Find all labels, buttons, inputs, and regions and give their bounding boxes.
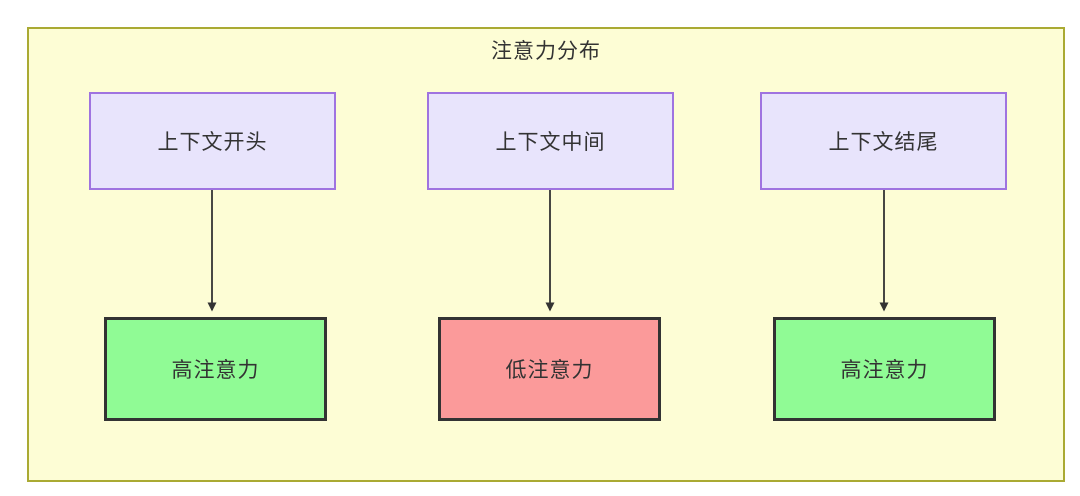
node-high-attention-end[interactable]: 高注意力: [773, 317, 996, 421]
node-high-attention-start-label: 高注意力: [171, 359, 260, 382]
node-high-attention-end-label: 高注意力: [840, 359, 929, 382]
node-low-attention-middle-label: 低注意力: [505, 359, 594, 382]
node-context-middle-label: 上下文中间: [495, 131, 606, 154]
node-context-start[interactable]: 上下文开头: [89, 92, 336, 190]
subgraph-title: 注意力分布: [491, 40, 601, 63]
node-high-attention-start[interactable]: 高注意力: [104, 317, 327, 421]
node-context-end[interactable]: 上下文结尾: [760, 92, 1007, 190]
node-context-start-label: 上下文开头: [157, 131, 268, 154]
node-context-end-label: 上下文结尾: [828, 131, 939, 154]
node-context-middle[interactable]: 上下文中间: [427, 92, 674, 190]
node-low-attention-middle[interactable]: 低注意力: [438, 317, 661, 421]
